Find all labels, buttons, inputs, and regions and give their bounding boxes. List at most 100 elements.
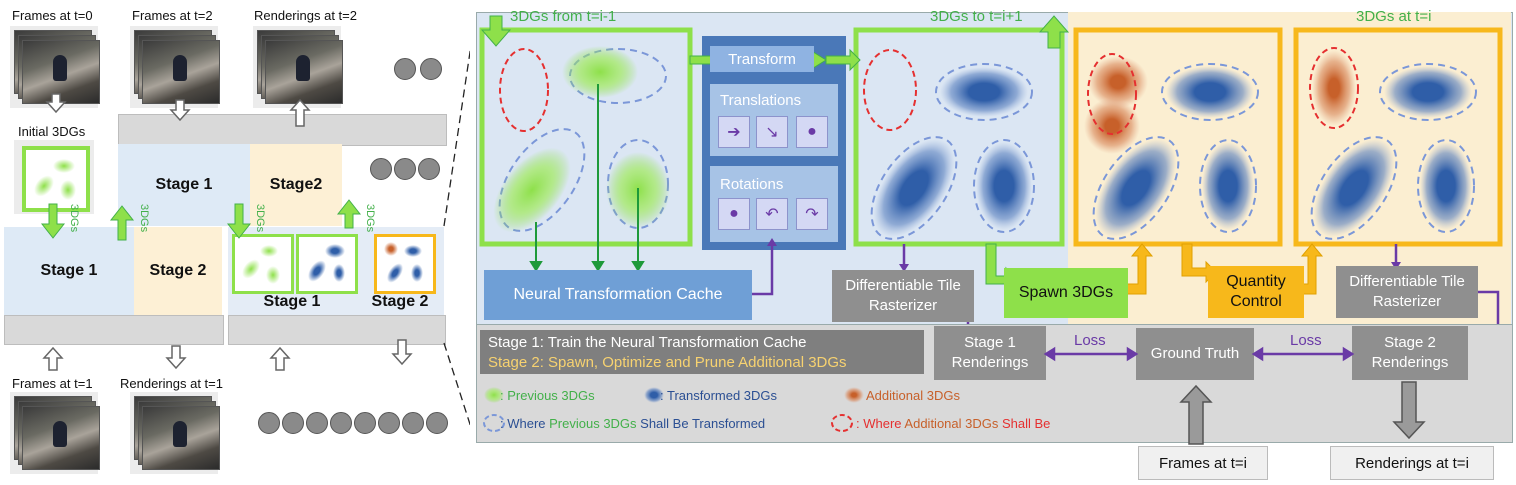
stage-divider-bar <box>228 315 446 345</box>
renderings-t2-label: Renderings at t=2 <box>254 8 357 23</box>
3dgs-tag: 3DGs <box>254 204 266 233</box>
right-green-arrow-icon <box>825 48 861 72</box>
initial-3dgs-thumbnail <box>22 146 90 212</box>
frame-image <box>22 406 100 470</box>
up-green-arrow-icon <box>109 205 135 241</box>
additional-region <box>499 48 549 132</box>
down-green-arrow-icon <box>40 203 66 239</box>
stage1-description: Stage 1: Train the Neural Transformation… <box>488 334 807 351</box>
up-green-arrow-icon <box>336 199 362 229</box>
legend-text: : Where <box>856 416 905 431</box>
legend-text: Shall Be Transformed <box>636 416 766 431</box>
frames-t0-stack <box>10 26 100 108</box>
stage-divider-bar <box>4 315 224 345</box>
additional-gaussian <box>1312 50 1356 126</box>
rotate-none-icon: ● <box>718 198 750 230</box>
transform-region <box>569 48 667 104</box>
ellipsis-dot <box>426 412 448 434</box>
stage2-renderings: Stage 2 Renderings <box>1352 326 1468 380</box>
up-green-arrow-icon <box>1038 15 1070 49</box>
ellipsis-dot <box>402 412 424 434</box>
overview-arrows <box>40 47 470 427</box>
ellipsis-dot <box>394 58 416 80</box>
stage1-block-t1: Stage 1 <box>4 227 134 315</box>
frames-t1-stack <box>10 392 100 474</box>
frames-t1-label: Frames at t=1 <box>12 376 93 391</box>
frames-t2-stack <box>130 26 220 108</box>
down-green-arrow-icon <box>480 15 512 47</box>
legend-swatches <box>483 387 864 432</box>
stage1-renderings: Stage 1 Renderings <box>934 326 1046 380</box>
rotate-cw-icon: ↷ <box>796 198 828 230</box>
rasterizer-stage1: Differentiable Tile Rasterizer <box>832 270 974 322</box>
legend-text: Previous 3DGs <box>549 416 637 431</box>
stage-descriptions <box>480 330 924 374</box>
legend-additional-region: : Where Additional 3DGs Shall Be <box>856 416 1050 431</box>
translate-right-icon: ➔ <box>718 116 750 148</box>
rasterizer-stage2: Differentiable Tile Rasterizer <box>1336 266 1478 318</box>
legend-text: : Where <box>500 416 550 431</box>
ellipsis-dot <box>370 158 392 180</box>
ground-truth: Ground Truth <box>1136 328 1254 380</box>
rotations-label: Rotations <box>720 176 784 193</box>
rendering-image <box>265 40 343 104</box>
down-arrow-icon <box>45 93 67 114</box>
loss-label-2: Loss <box>1290 332 1322 349</box>
green-gaussians-icon <box>34 159 76 200</box>
transformed-gaussian <box>940 67 1028 117</box>
mixed-gaussians-icon <box>384 242 423 283</box>
3dgs-tag: 3DGs <box>364 204 376 233</box>
rendering-image <box>142 406 220 470</box>
ellipsis-dot <box>282 412 304 434</box>
stage2-description: Stage 2: Spawn, Optimize and Prune Addit… <box>488 354 847 371</box>
legend-transform-region: : Where Previous 3DGs Shall Be Transform… <box>500 416 765 431</box>
ellipsis-dot <box>330 412 352 434</box>
spawn-3dgs: Spawn 3DGs <box>1004 268 1128 318</box>
3dgs-tag: 3DGs <box>68 204 80 233</box>
neural-transformation-cache: Neural Transformation Cache <box>484 270 752 320</box>
translate-diagonal-icon: ↘ <box>756 116 788 148</box>
previous-3dgs-thumbnail <box>232 234 294 294</box>
additional-gaussian <box>1084 98 1140 154</box>
additional-gaussian <box>1088 56 1148 108</box>
translate-none-icon: ● <box>796 116 828 148</box>
frames-t2-label: Frames at t=2 <box>132 8 213 23</box>
frames-ti: Frames at t=i <box>1138 446 1268 480</box>
stage2-label-detail: Stage 2 <box>371 293 429 310</box>
from-label: 3DGs from t=i-1 <box>510 8 617 25</box>
stage1-label-detail: Stage 1 <box>263 293 321 310</box>
at-label: 3DGs at t=i <box>1356 8 1432 25</box>
up-arrow-icon <box>42 346 64 371</box>
down-arrow-icon <box>1392 381 1426 440</box>
transform-button: Transform <box>710 46 814 72</box>
green-gaussians-icon <box>242 245 280 284</box>
quantity-control: Quantity Control <box>1208 266 1304 318</box>
down-arrow-icon <box>169 99 191 122</box>
legend-previous: : Previous 3DGs <box>500 388 595 403</box>
ellipsis-dot <box>394 158 416 180</box>
legend-additional: Additional 3DGs <box>866 388 960 403</box>
ellipsis-dot <box>418 158 440 180</box>
frame-image <box>22 40 100 104</box>
renderings-ti: Renderings at t=i <box>1330 446 1494 480</box>
ellipsis-dot <box>354 412 376 434</box>
up-arrow-icon <box>289 98 311 127</box>
rotate-ccw-icon: ↶ <box>756 198 788 230</box>
frames-t0-label: Frames at t=0 <box>12 8 93 23</box>
renderings-t1-label: Renderings at t=1 <box>120 376 223 391</box>
blue-gaussians-icon <box>308 244 345 282</box>
translations-label: Translations <box>720 92 802 109</box>
ellipsis-dot <box>258 412 280 434</box>
down-green-arrow-icon <box>226 203 252 239</box>
transformed-gaussian <box>976 142 1032 230</box>
frame-image <box>142 40 220 104</box>
ellipsis-dot <box>306 412 328 434</box>
to-label: 3DGs to t=i+1 <box>930 8 1023 25</box>
previous-gaussian <box>493 147 571 233</box>
stage1-block-t2: Stage 1 <box>118 144 250 226</box>
down-arrow-icon <box>165 345 187 370</box>
transformed-gaussian <box>873 139 955 237</box>
3dgs-tag: 3DGs <box>138 204 150 233</box>
legend-text: Additional 3DGs <box>904 416 999 431</box>
